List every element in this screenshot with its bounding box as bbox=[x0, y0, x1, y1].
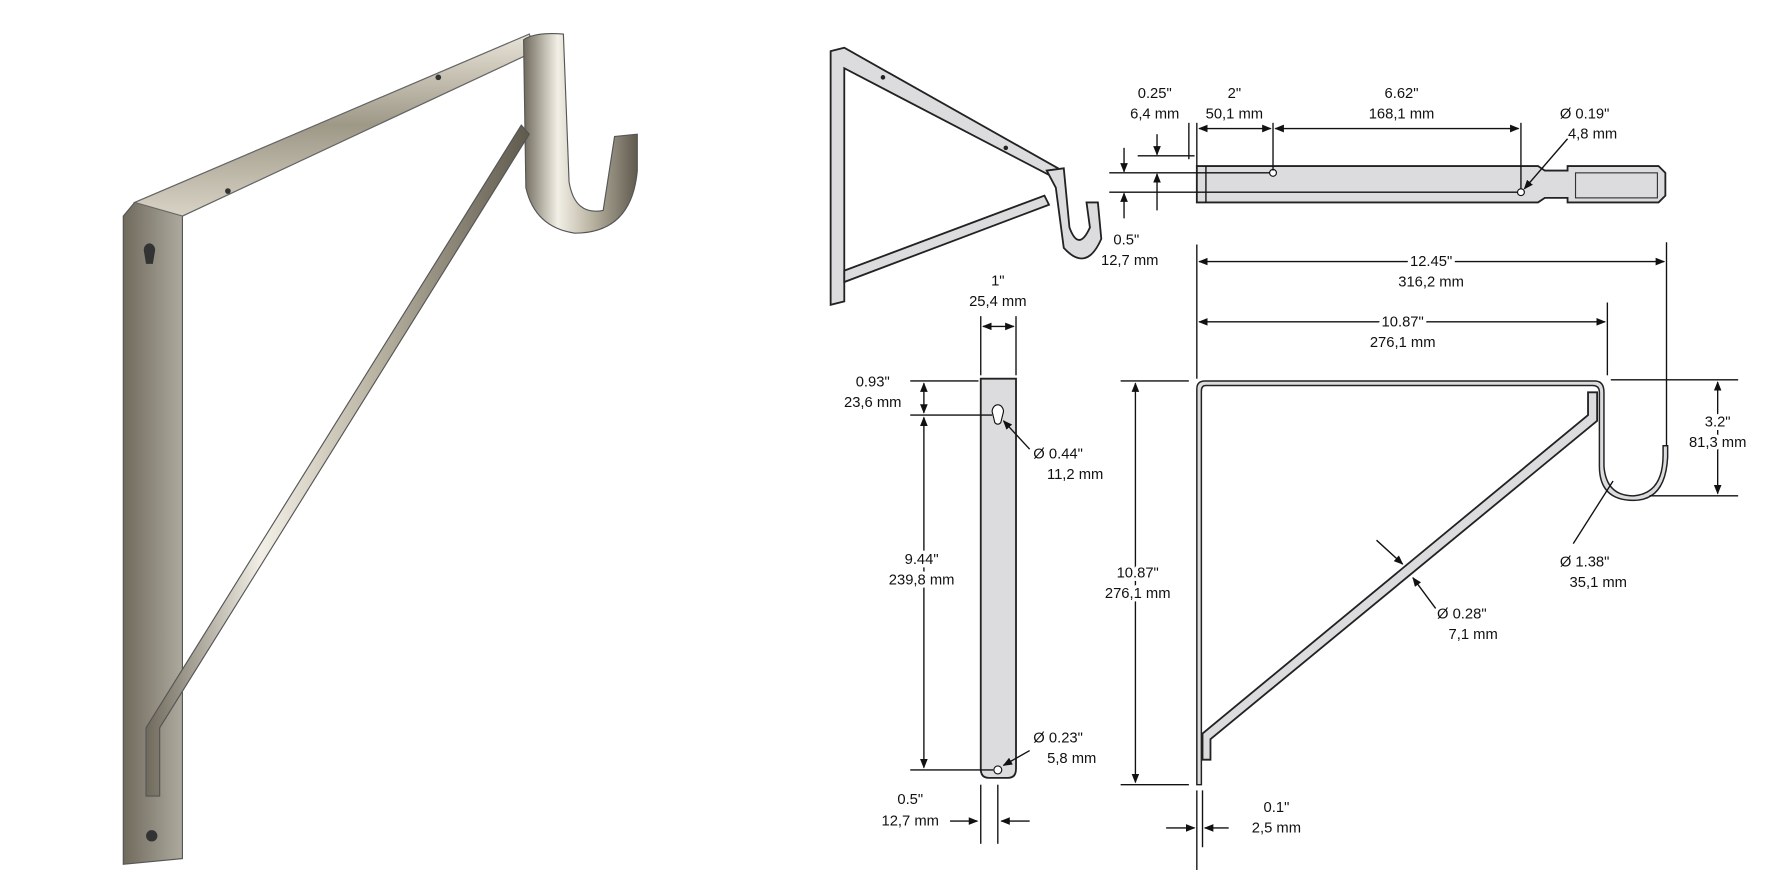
dim-hole-spacing-in: 6.62" bbox=[1385, 86, 1419, 102]
dim-back-hole-offset-in: 0.5" bbox=[897, 792, 923, 808]
dim-first-hole-mm: 50,1 mm bbox=[1206, 106, 1263, 122]
keyhole-icon bbox=[991, 404, 1005, 425]
dim-width-in: 1" bbox=[991, 273, 1004, 289]
dim-arm-length-mm: 276,1 mm bbox=[1370, 335, 1436, 351]
dim-edge-offset-in: 0.25" bbox=[1138, 86, 1172, 102]
dim-back-hole-spacing-mm: 239,8 mm bbox=[889, 573, 955, 589]
dim-width-mm: 25,4 mm bbox=[969, 294, 1026, 310]
dim-rod-diameter-in: Ø 0.28" bbox=[1437, 607, 1487, 623]
dim-hook-depth-in: 3.2" bbox=[1705, 414, 1731, 430]
dim-keyhole-offset-mm: 23,6 mm bbox=[844, 395, 901, 411]
dim-back-hole-diameter-mm: 5,8 mm bbox=[1047, 751, 1096, 767]
dim-arm-length-in: 10.87" bbox=[1382, 314, 1424, 330]
dim-back-hole-offset-mm: 12,7 mm bbox=[882, 814, 939, 830]
dim-keyhole-offset-in: 0.93" bbox=[856, 375, 890, 391]
dim-hole-diameter-in: Ø 0.19" bbox=[1560, 106, 1610, 122]
dim-hook-diameter-mm: 35,1 mm bbox=[1570, 575, 1627, 591]
dim-hook-depth-mm: 81,3 mm bbox=[1689, 435, 1746, 451]
dim-hole-spacing-mm: 168,1 mm bbox=[1369, 106, 1435, 122]
top-view: 0.25" 6,4 mm 2" 50,1 mm 6.62" 168,1 mm Ø… bbox=[1101, 86, 1667, 269]
dim-height-mm: 276,1 mm bbox=[1105, 586, 1171, 602]
dim-rod-diameter-mm: 7,1 mm bbox=[1449, 627, 1498, 643]
side-view: 12.45" 316,2 mm 10.87" 276,1 mm 10.87" 2… bbox=[1101, 242, 1750, 870]
bracket-photo bbox=[122, 33, 638, 865]
dim-keyhole-diameter-mm: 11,2 mm bbox=[1047, 467, 1103, 483]
keyhole-icon bbox=[143, 243, 156, 264]
dim-overall-length-in: 12.45" bbox=[1410, 254, 1452, 270]
dim-back-hole-spacing-in: 9.44" bbox=[905, 552, 939, 568]
back-view: 1" 25,4 mm 0.93" 23,6 mm Ø 0.44" 11,2 mm… bbox=[844, 273, 1103, 844]
isometric-drawing bbox=[829, 46, 1103, 306]
dim-overall-length-mm: 316,2 mm bbox=[1398, 275, 1464, 291]
dim-hole-diameter-mm: 4,8 mm bbox=[1568, 127, 1617, 143]
dim-hole-offset-mm: 12,7 mm bbox=[1101, 253, 1158, 269]
dim-thickness-mm: 2,5 mm bbox=[1252, 820, 1301, 836]
dim-keyhole-diameter-in: Ø 0.44" bbox=[1033, 446, 1083, 462]
dim-first-hole-in: 2" bbox=[1228, 86, 1241, 102]
dim-back-hole-diameter-in: Ø 0.23" bbox=[1033, 731, 1083, 747]
dim-thickness-in: 0.1" bbox=[1264, 800, 1290, 816]
dim-hole-offset-in: 0.5" bbox=[1113, 233, 1139, 249]
dim-hook-diameter-in: Ø 1.38" bbox=[1560, 554, 1610, 570]
dim-height-in: 10.87" bbox=[1117, 566, 1159, 582]
dim-edge-offset-mm: 6,4 mm bbox=[1130, 106, 1179, 122]
